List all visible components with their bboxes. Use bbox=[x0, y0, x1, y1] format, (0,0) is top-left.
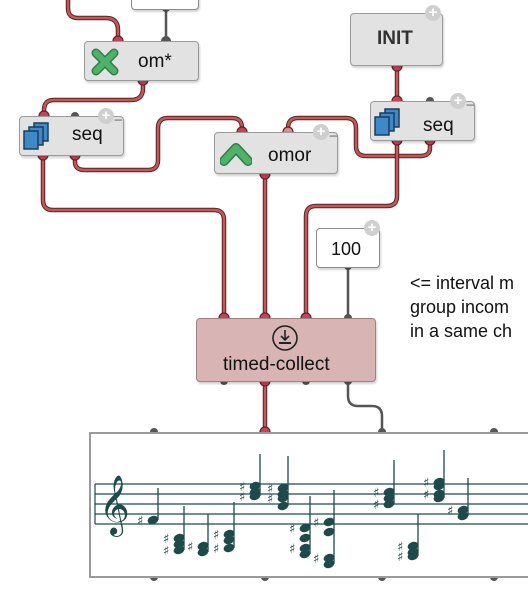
sharp-accidental: ♯ bbox=[313, 552, 319, 567]
note-head bbox=[223, 535, 235, 545]
seq-box-left[interactable]: seq bbox=[19, 116, 124, 156]
connection[interactable] bbox=[40, 152, 227, 321]
treble-clef-icon: 𝄞 bbox=[99, 475, 130, 537]
score-notes: ♯♯♯♯♯♯♯♯♯♯♯♯♯♯♯♯♯♯♯♯♯ bbox=[137, 450, 469, 569]
note-head bbox=[223, 543, 235, 553]
seq-box-right[interactable]: seq bbox=[370, 101, 475, 141]
box-label: om* bbox=[138, 51, 172, 72]
add-input-icon[interactable]: + bbox=[313, 124, 329, 140]
box-label: timed-collect bbox=[223, 354, 330, 375]
sharp-accidental: ♯ bbox=[187, 540, 193, 555]
sharp-accidental: ♯ bbox=[397, 550, 403, 565]
stack-icon bbox=[23, 122, 49, 150]
connection[interactable] bbox=[65, 0, 121, 43]
sharp-accidental: ♯ bbox=[313, 516, 319, 531]
note-head bbox=[277, 501, 289, 511]
green-chevron-up-icon bbox=[220, 143, 252, 166]
sharp-accidental: ♯ bbox=[423, 488, 429, 503]
sharp-accidental: ♯ bbox=[213, 542, 219, 557]
note-head bbox=[299, 523, 311, 533]
box-label: INIT bbox=[377, 28, 413, 49]
add-input-icon[interactable]: + bbox=[364, 220, 380, 236]
box-label: 100 bbox=[331, 239, 362, 259]
add-input-icon[interactable]: + bbox=[98, 108, 114, 124]
box-label: seq bbox=[423, 115, 454, 136]
note-head bbox=[299, 533, 311, 543]
connection[interactable] bbox=[285, 115, 433, 159]
sharp-accidental: ♯ bbox=[163, 544, 169, 559]
sharp-accidental: ♯ bbox=[447, 504, 453, 519]
staff-lines bbox=[94, 483, 528, 525]
comment-line: <= interval m bbox=[410, 273, 515, 293]
sharp-accidental: ♯ bbox=[239, 480, 245, 495]
note-head bbox=[173, 545, 185, 555]
sharp-accidental: ♯ bbox=[397, 540, 403, 555]
note-head bbox=[383, 499, 395, 509]
note-head bbox=[323, 559, 335, 569]
patch-comment[interactable]: <= interval m group incom in a same ch bbox=[410, 271, 514, 343]
sharp-accidental: ♯ bbox=[239, 490, 245, 505]
note-head bbox=[299, 549, 311, 559]
note-head bbox=[249, 491, 261, 501]
sharp-accidental: ♯ bbox=[373, 498, 379, 513]
init-box[interactable]: INIT bbox=[350, 13, 443, 66]
green-x-icon bbox=[91, 48, 119, 76]
note-head bbox=[457, 511, 469, 521]
connection[interactable] bbox=[303, 137, 400, 321]
connection[interactable] bbox=[72, 115, 245, 173]
sharp-accidental: ♯ bbox=[163, 532, 169, 547]
timed-collect-box[interactable]: timed-collect bbox=[196, 318, 376, 382]
remove-input-icon[interactable]: − bbox=[466, 97, 475, 114]
remove-input-icon[interactable]: − bbox=[114, 112, 123, 129]
note-head bbox=[197, 547, 209, 557]
add-input-icon[interactable]: + bbox=[450, 93, 466, 109]
sharp-accidental: ♯ bbox=[213, 528, 219, 543]
sharp-accidental: ♯ bbox=[267, 492, 273, 507]
sharp-accidental: ♯ bbox=[137, 514, 143, 529]
score-staff: 𝄞 ♯♯♯♯♯♯♯♯♯♯♯♯♯♯♯♯♯♯♯♯♯ bbox=[94, 450, 528, 569]
omor-box[interactable]: omor bbox=[214, 132, 338, 174]
om-multiply-box[interactable]: om* bbox=[84, 41, 199, 81]
box-label: omor bbox=[268, 145, 312, 166]
box-label: seq bbox=[72, 124, 103, 145]
value-box-top[interactable] bbox=[131, 0, 199, 10]
connection[interactable] bbox=[346, 379, 384, 434]
stack-icon bbox=[374, 108, 400, 136]
note-head bbox=[407, 551, 419, 561]
sharp-accidental: ♯ bbox=[423, 476, 429, 491]
sharp-accidental: ♯ bbox=[289, 522, 295, 537]
comment-line: group incom bbox=[410, 297, 510, 317]
note-head bbox=[147, 515, 159, 525]
sharp-accidental: ♯ bbox=[267, 482, 273, 497]
collect-icon bbox=[272, 325, 298, 351]
sharp-accidental: ♯ bbox=[289, 542, 295, 557]
add-input-icon[interactable]: + bbox=[425, 5, 441, 21]
connection[interactable] bbox=[41, 77, 146, 119]
score-editor-box[interactable]: 𝄞 ♯♯♯♯♯♯♯♯♯♯♯♯♯♯♯♯♯♯♯♯♯ bbox=[89, 432, 528, 578]
note-head bbox=[433, 493, 445, 503]
remove-input-icon[interactable]: − bbox=[329, 128, 338, 145]
sharp-accidental: ♯ bbox=[373, 486, 379, 501]
note-head bbox=[277, 493, 289, 503]
note-head bbox=[323, 527, 335, 537]
note-head bbox=[323, 517, 335, 527]
comment-line: in a same ch bbox=[410, 321, 513, 341]
note-head bbox=[433, 481, 445, 491]
